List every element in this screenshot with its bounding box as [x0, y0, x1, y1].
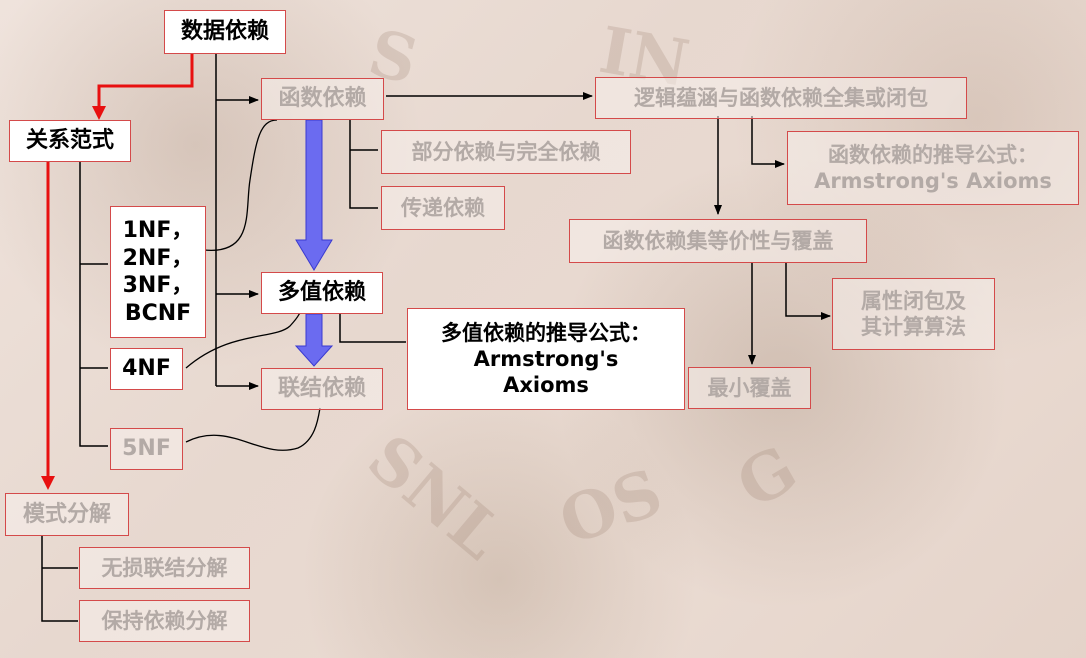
attr-closure-line: 属性闭包及 — [861, 288, 966, 313]
red-arrowhead — [92, 106, 106, 120]
node-partial-full-dependency: 部分依赖与完全依赖 — [381, 130, 631, 174]
blue-arrow-fd-to-mvd — [295, 119, 333, 271]
red-arrow-data-to-normal-form — [97, 54, 194, 112]
node-data-dependency: 数据依赖 — [164, 10, 286, 54]
attr-closure-line: 其计算算法 — [861, 315, 966, 339]
nf-list-item: 2NF， — [122, 245, 194, 271]
nf-list-item: 3NF， — [122, 273, 194, 298]
node-multivalued-dependency: 多值依赖 — [261, 272, 383, 314]
mvd-inference-line: Armstrong's — [473, 346, 619, 371]
node-normal-form: 关系范式 — [9, 120, 131, 162]
node-functional-dependency: 函数依赖 — [261, 78, 384, 120]
mvd-inference-line: 多值依赖的推导公式： — [441, 320, 651, 345]
node-decomposition: 模式分解 — [5, 493, 129, 536]
mvd-inference-line: Axioms — [503, 373, 589, 398]
node-transitive-dependency: 传递依赖 — [381, 186, 505, 230]
node-join-dependency: 联结依赖 — [261, 368, 383, 410]
node-fd-equivalence: 函数依赖集等价性与覆盖 — [569, 219, 867, 263]
node-logical-implication: 逻辑蕴涵与函数依赖全集或闭包 — [595, 77, 967, 119]
node-5nf: 5NF — [110, 428, 183, 470]
nf-list-item: BCNF — [124, 300, 192, 326]
red-arrowhead — [41, 476, 55, 490]
node-fd-inference: 函数依赖的推导公式： Armstrong's Axioms — [787, 131, 1079, 205]
node-lossless-join: 无损联结分解 — [79, 547, 250, 589]
node-attribute-closure: 属性闭包及 其计算算法 — [832, 278, 995, 350]
node-mvd-inference: 多值依赖的推导公式： Armstrong's Axioms — [407, 308, 685, 410]
node-4nf: 4NF — [110, 348, 183, 390]
node-minimal-cover: 最小覆盖 — [688, 367, 811, 409]
fd-inference-line: Armstrong's Axioms — [814, 169, 1052, 193]
nf-list-item: 1NF， — [122, 218, 194, 243]
blue-arrow-mvd-to-join — [294, 313, 334, 367]
node-dependency-preserving: 保持依赖分解 — [79, 600, 250, 642]
node-normal-forms-list: 1NF， 2NF， 3NF， BCNF — [110, 206, 206, 338]
fd-inference-line: 函数依赖的推导公式： — [828, 142, 1038, 167]
